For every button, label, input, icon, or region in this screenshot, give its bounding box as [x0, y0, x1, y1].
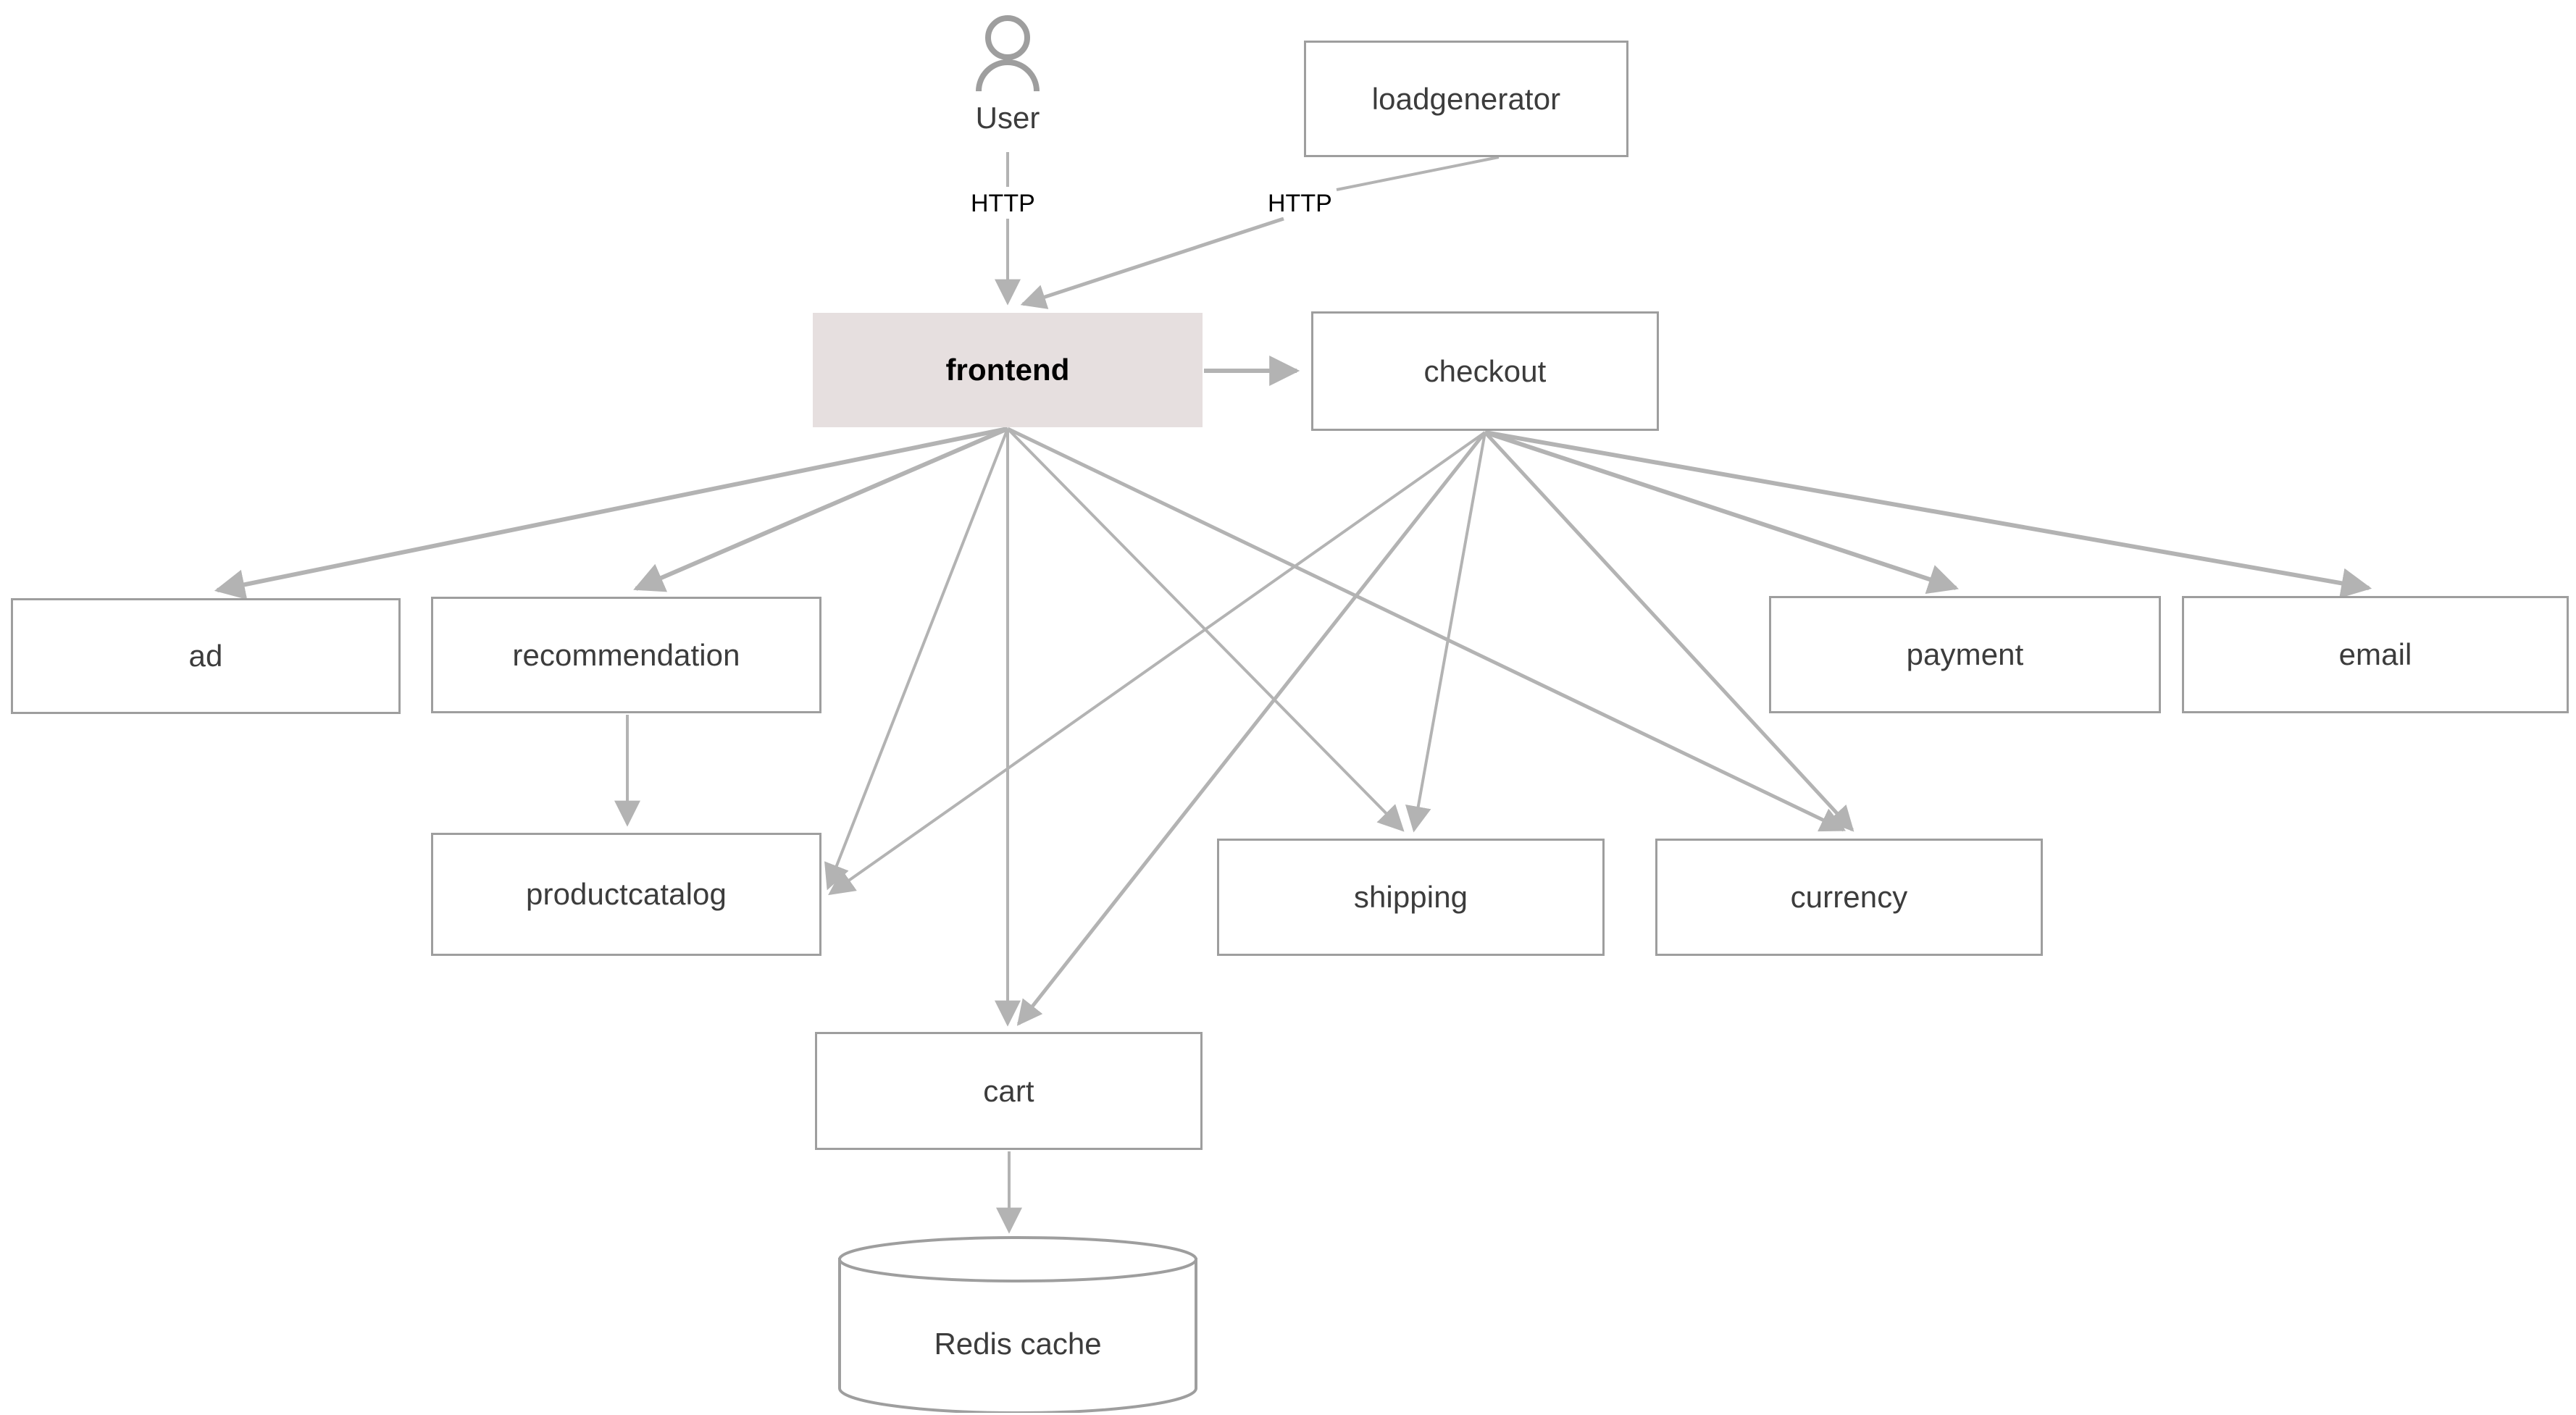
- node-redis-cache-label: Redis cache: [934, 1327, 1102, 1361]
- cylinder-shape: [838, 1236, 1197, 1414]
- edge-checkout-shipping: [1405, 432, 1486, 833]
- node-currency[interactable]: currency: [1655, 839, 2043, 956]
- edge-checkout-email: [1484, 430, 2372, 599]
- node-cart[interactable]: cart: [815, 1032, 1203, 1150]
- edge-frontend-ad: [214, 427, 1008, 600]
- node-frontend[interactable]: frontend: [813, 313, 1203, 427]
- actor-user-label: User: [975, 101, 1040, 135]
- actor-user: User: [961, 13, 1054, 133]
- node-productcatalog-label: productcatalog: [526, 877, 727, 911]
- node-loadgenerator-label: loadgenerator: [1371, 81, 1561, 116]
- node-productcatalog[interactable]: productcatalog: [431, 833, 821, 956]
- edge-loadgenerator-frontend-2: [1020, 217, 1284, 309]
- node-ad[interactable]: ad: [11, 598, 401, 714]
- node-payment-label: payment: [1906, 637, 2024, 671]
- edge-frontend-productcatalog: [824, 428, 1009, 891]
- edge-checkout-productcatalog: [828, 431, 1486, 896]
- edge-loadgenerator-frontend: [1336, 156, 1500, 191]
- user-icon: [976, 15, 1040, 92]
- node-shipping-label: shipping: [1353, 880, 1468, 914]
- edge-frontend-shipping: [1006, 427, 1405, 832]
- node-email-label: email: [2338, 637, 2412, 671]
- edge-frontend-recommendation: [633, 427, 1009, 592]
- edge-label-http-user: HTTP: [966, 190, 1040, 217]
- edge-label-http-loadgenerator: HTTP: [1263, 190, 1337, 217]
- edge-checkout-payment: [1484, 430, 1959, 595]
- node-currency-label: currency: [1790, 880, 1908, 914]
- node-shipping[interactable]: shipping: [1217, 839, 1605, 956]
- node-payment[interactable]: payment: [1769, 596, 2161, 713]
- node-frontend-label: frontend: [945, 353, 1070, 387]
- node-checkout-label: checkout: [1423, 353, 1547, 388]
- node-recommendation-label: recommendation: [512, 637, 740, 672]
- node-redis-cache[interactable]: Redis cache: [837, 1235, 1199, 1414]
- node-email[interactable]: email: [2182, 596, 2569, 713]
- node-recommendation[interactable]: recommendation: [431, 597, 821, 713]
- node-checkout[interactable]: checkout: [1311, 311, 1659, 431]
- node-ad-label: ad: [188, 639, 223, 673]
- node-cart-label: cart: [983, 1073, 1034, 1108]
- node-loadgenerator[interactable]: loadgenerator: [1304, 41, 1628, 157]
- edge-frontend-currency: [1006, 427, 1847, 832]
